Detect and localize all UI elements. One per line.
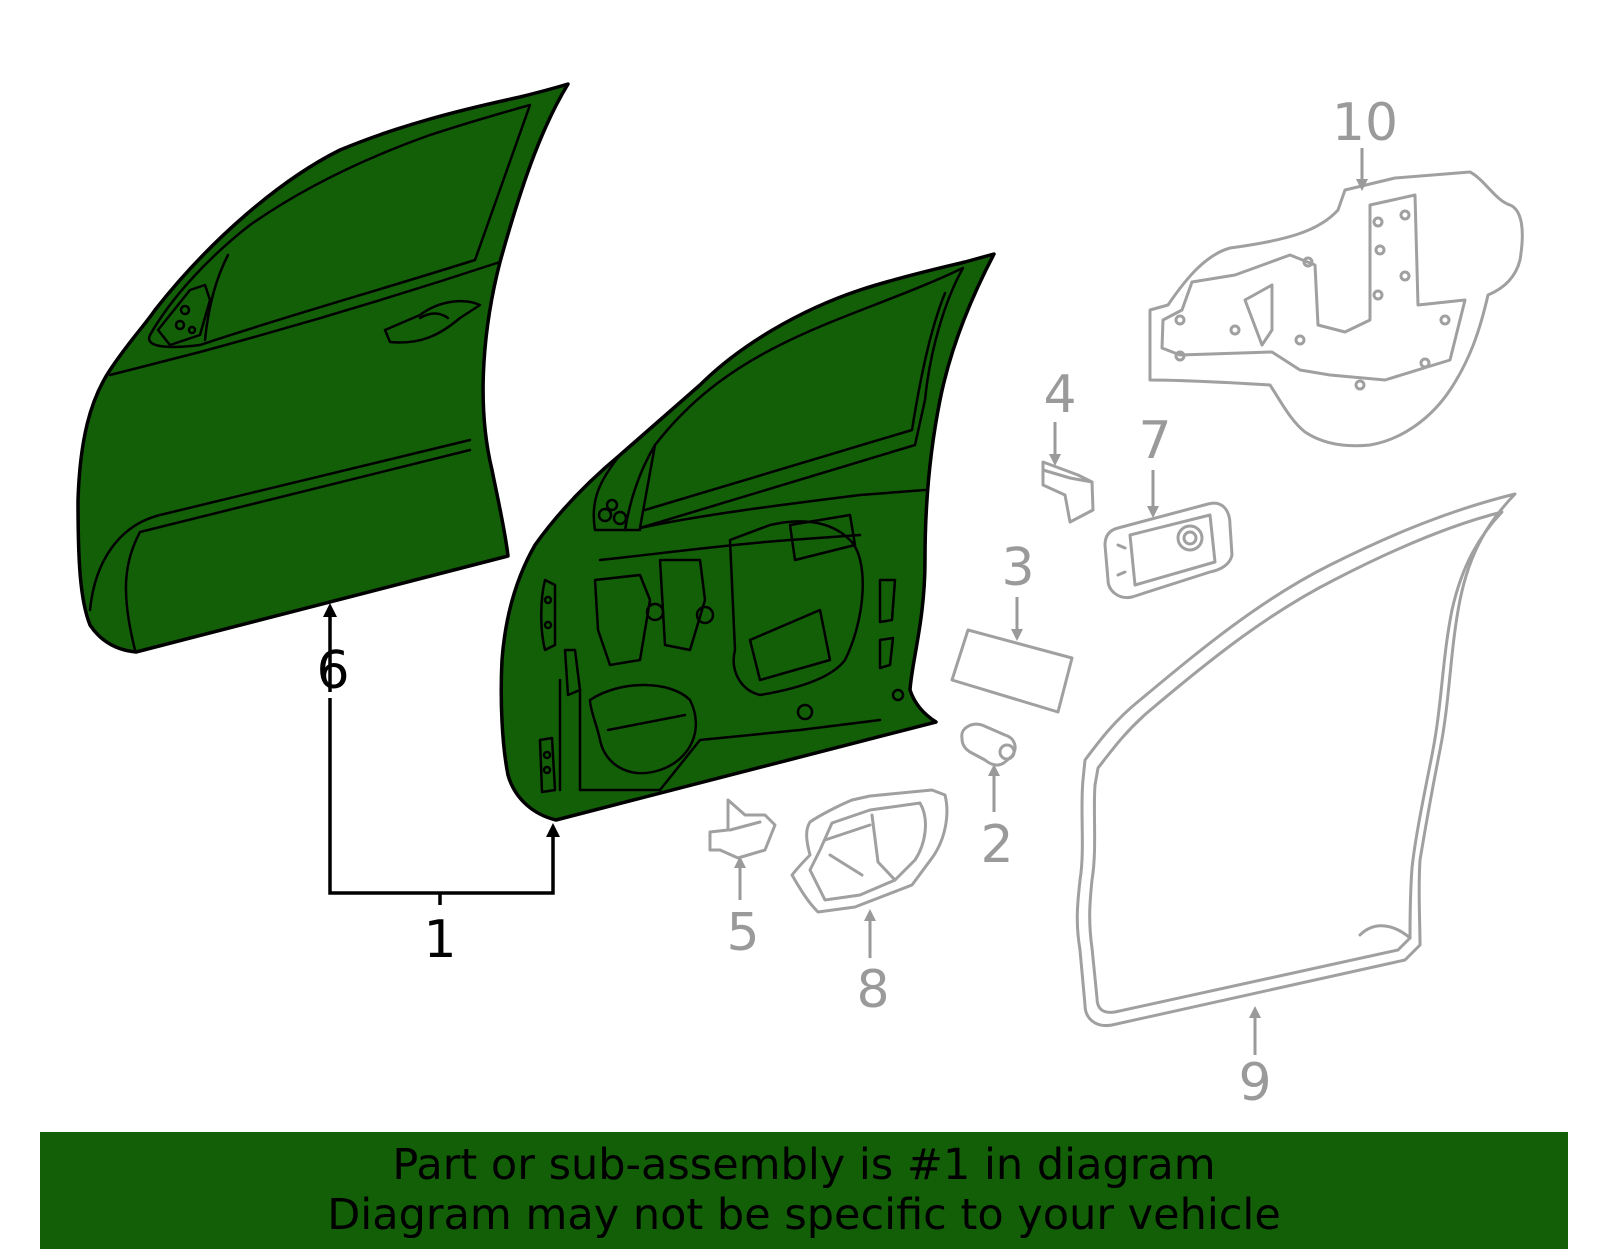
callout-9: 9 (1238, 1053, 1271, 1113)
callout-7: 7 (1138, 411, 1171, 471)
door-bumper[interactable] (960, 722, 1017, 767)
door-outer-panel[interactable] (76, 82, 570, 654)
insulator-pad[interactable] (950, 628, 1074, 714)
door-shell-assembly[interactable] (499, 252, 996, 822)
water-shield[interactable] (790, 788, 949, 914)
callout-8: 8 (856, 960, 889, 1020)
banner-line-1: Part or sub-assembly is #1 in diagram (392, 1140, 1216, 1190)
door-weatherstrip[interactable] (1075, 492, 1517, 1028)
access-cover[interactable] (1148, 170, 1524, 448)
clip-bracket[interactable] (708, 798, 777, 860)
callout-10: 10 (1332, 93, 1398, 153)
banner-line-2: Diagram may not be specific to your vehi… (327, 1190, 1281, 1240)
parts-diagram: 1 6 2 3 4 5 7 8 9 10 (76, 82, 1524, 1113)
callout-3: 3 (1001, 538, 1034, 598)
disclaimer-banner: Part or sub-assembly is #1 in diagram Di… (40, 1132, 1568, 1249)
callout-1: 1 (423, 910, 456, 970)
callout-2: 2 (980, 815, 1013, 875)
callout-6: 6 (316, 641, 349, 701)
callout-5: 5 (726, 903, 759, 963)
leader-lines (323, 148, 1368, 1055)
callout-4: 4 (1043, 365, 1076, 425)
small-bracket[interactable] (1041, 460, 1095, 524)
speaker-bracket[interactable] (1103, 501, 1234, 600)
